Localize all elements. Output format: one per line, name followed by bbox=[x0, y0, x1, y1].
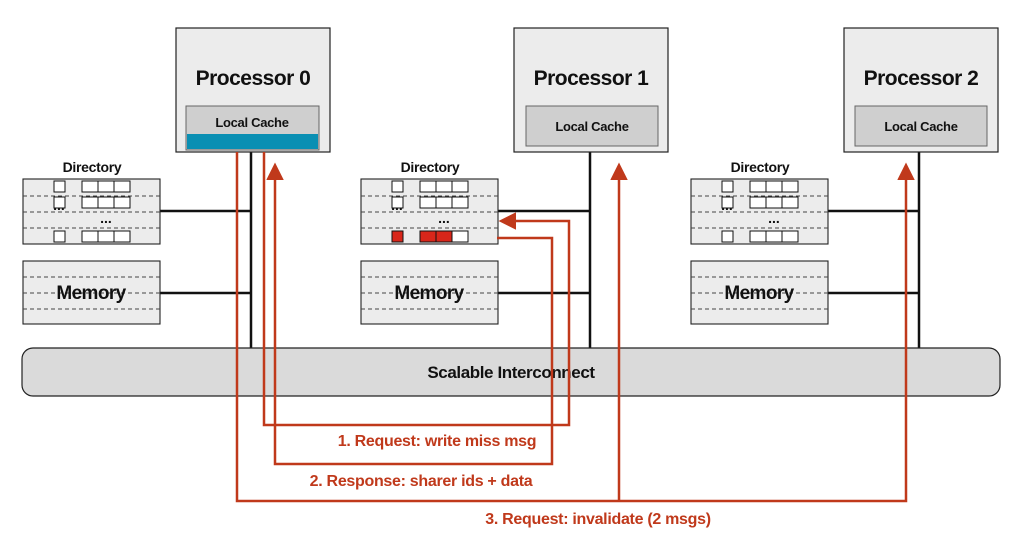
directory-entry-state bbox=[391, 196, 404, 209]
memory-1: Memory bbox=[360, 260, 499, 325]
directory-entry-bit bbox=[113, 230, 131, 243]
processor-0-cache-label: Local Cache bbox=[215, 115, 288, 130]
directory-entry-bit bbox=[419, 230, 437, 243]
directory-entry-state bbox=[53, 180, 66, 193]
directory-entry-bit bbox=[765, 230, 783, 243]
processor-1-title: Processor 1 bbox=[534, 67, 650, 90]
directory-entry-bit bbox=[435, 180, 453, 193]
directory-entry-state bbox=[391, 230, 404, 243]
message-1-label: 1. Request: write miss msg bbox=[338, 433, 537, 450]
message-3-label: 3. Request: invalidate (2 msgs) bbox=[485, 511, 710, 528]
node-wires bbox=[160, 152, 921, 350]
directory-entry-bit bbox=[97, 180, 115, 193]
processor-1: Processor 1 Local Cache bbox=[513, 27, 669, 153]
directory-entry-bit bbox=[419, 196, 437, 209]
processor-2-cache-label: Local Cache bbox=[884, 119, 957, 134]
directory-2-label: Directory bbox=[731, 159, 790, 175]
directory-2: Directory...... bbox=[690, 159, 829, 245]
memory-1-label: Memory bbox=[394, 283, 464, 304]
directory-entry-bit bbox=[451, 180, 469, 193]
interconnect-label: Scalable Interconnect bbox=[427, 363, 595, 382]
processor-0-cache: Local Cache bbox=[185, 105, 320, 151]
directory-entry-bit bbox=[749, 180, 767, 193]
processor-1-cache: Local Cache bbox=[525, 105, 659, 147]
interconnect: Scalable Interconnect bbox=[21, 347, 1001, 397]
processor-0-title: Processor 0 bbox=[196, 67, 311, 90]
directories: Directory......Directory......Directory.… bbox=[22, 159, 829, 245]
directory-entry-bit bbox=[435, 230, 453, 243]
directory-entry-bit bbox=[451, 230, 469, 243]
processor-1-cache-label: Local Cache bbox=[555, 119, 628, 134]
directory-0-label: Directory bbox=[63, 159, 122, 175]
directory-entry-state bbox=[391, 180, 404, 193]
directory-entry-state bbox=[53, 230, 66, 243]
directory-entry-bit bbox=[765, 180, 783, 193]
directory-2-ellipsis-b: ... bbox=[768, 210, 780, 226]
memory-0-label: Memory bbox=[56, 283, 126, 304]
directory-entry-bit bbox=[113, 180, 131, 193]
directory-0-ellipsis-a: ... bbox=[53, 197, 65, 213]
directory-entry-state bbox=[53, 196, 66, 209]
directory-entry-bit bbox=[81, 196, 99, 209]
processor-2-title: Processor 2 bbox=[864, 67, 979, 90]
processor-2: Processor 2 Local Cache bbox=[843, 27, 999, 153]
directory-entry-bit bbox=[781, 230, 799, 243]
memories: Memory Memory Memory bbox=[22, 260, 829, 325]
cache-line-modified bbox=[187, 134, 318, 149]
processor-0: Processor 0 Local Cache bbox=[175, 27, 331, 153]
directory-entry-bit bbox=[97, 196, 115, 209]
directory-0-ellipsis-b: ... bbox=[100, 210, 112, 226]
processor-2-cache: Local Cache bbox=[854, 105, 988, 147]
message-2-label: 2. Response: sharer ids + data bbox=[310, 473, 533, 490]
directory-entry-state bbox=[721, 180, 734, 193]
directory-entry-state bbox=[721, 196, 734, 209]
directory-entry-bit bbox=[781, 180, 799, 193]
directory-entry-bit bbox=[435, 196, 453, 209]
arrow-write-miss-request bbox=[262, 152, 571, 427]
directory-entry-state bbox=[721, 230, 734, 243]
arrow-invalidate-trunk bbox=[235, 152, 915, 503]
directory-0: Directory...... bbox=[22, 159, 161, 245]
directory-entry-bit bbox=[749, 196, 767, 209]
directory-entry-bit bbox=[113, 196, 131, 209]
directory-1-ellipsis-b: ... bbox=[438, 210, 450, 226]
directory-entry-bit bbox=[81, 180, 99, 193]
directory-1-ellipsis-a: ... bbox=[391, 197, 403, 213]
directory-entry-bit bbox=[419, 180, 437, 193]
memory-2-label: Memory bbox=[724, 283, 794, 304]
memory-0: Memory bbox=[22, 260, 161, 325]
directory-1-label: Directory bbox=[401, 159, 460, 175]
directory-entry-bit bbox=[781, 196, 799, 209]
directory-entry-bit bbox=[81, 230, 99, 243]
memory-2: Memory bbox=[690, 260, 829, 325]
arrow-sharer-response bbox=[266, 162, 554, 466]
directory-entry-bit bbox=[451, 196, 469, 209]
directory-entry-bit bbox=[97, 230, 115, 243]
directory-2-ellipsis-a: ... bbox=[721, 197, 733, 213]
directory-1: Directory...... bbox=[360, 159, 499, 245]
directory-entry-bit bbox=[765, 196, 783, 209]
directory-entry-bit bbox=[749, 230, 767, 243]
